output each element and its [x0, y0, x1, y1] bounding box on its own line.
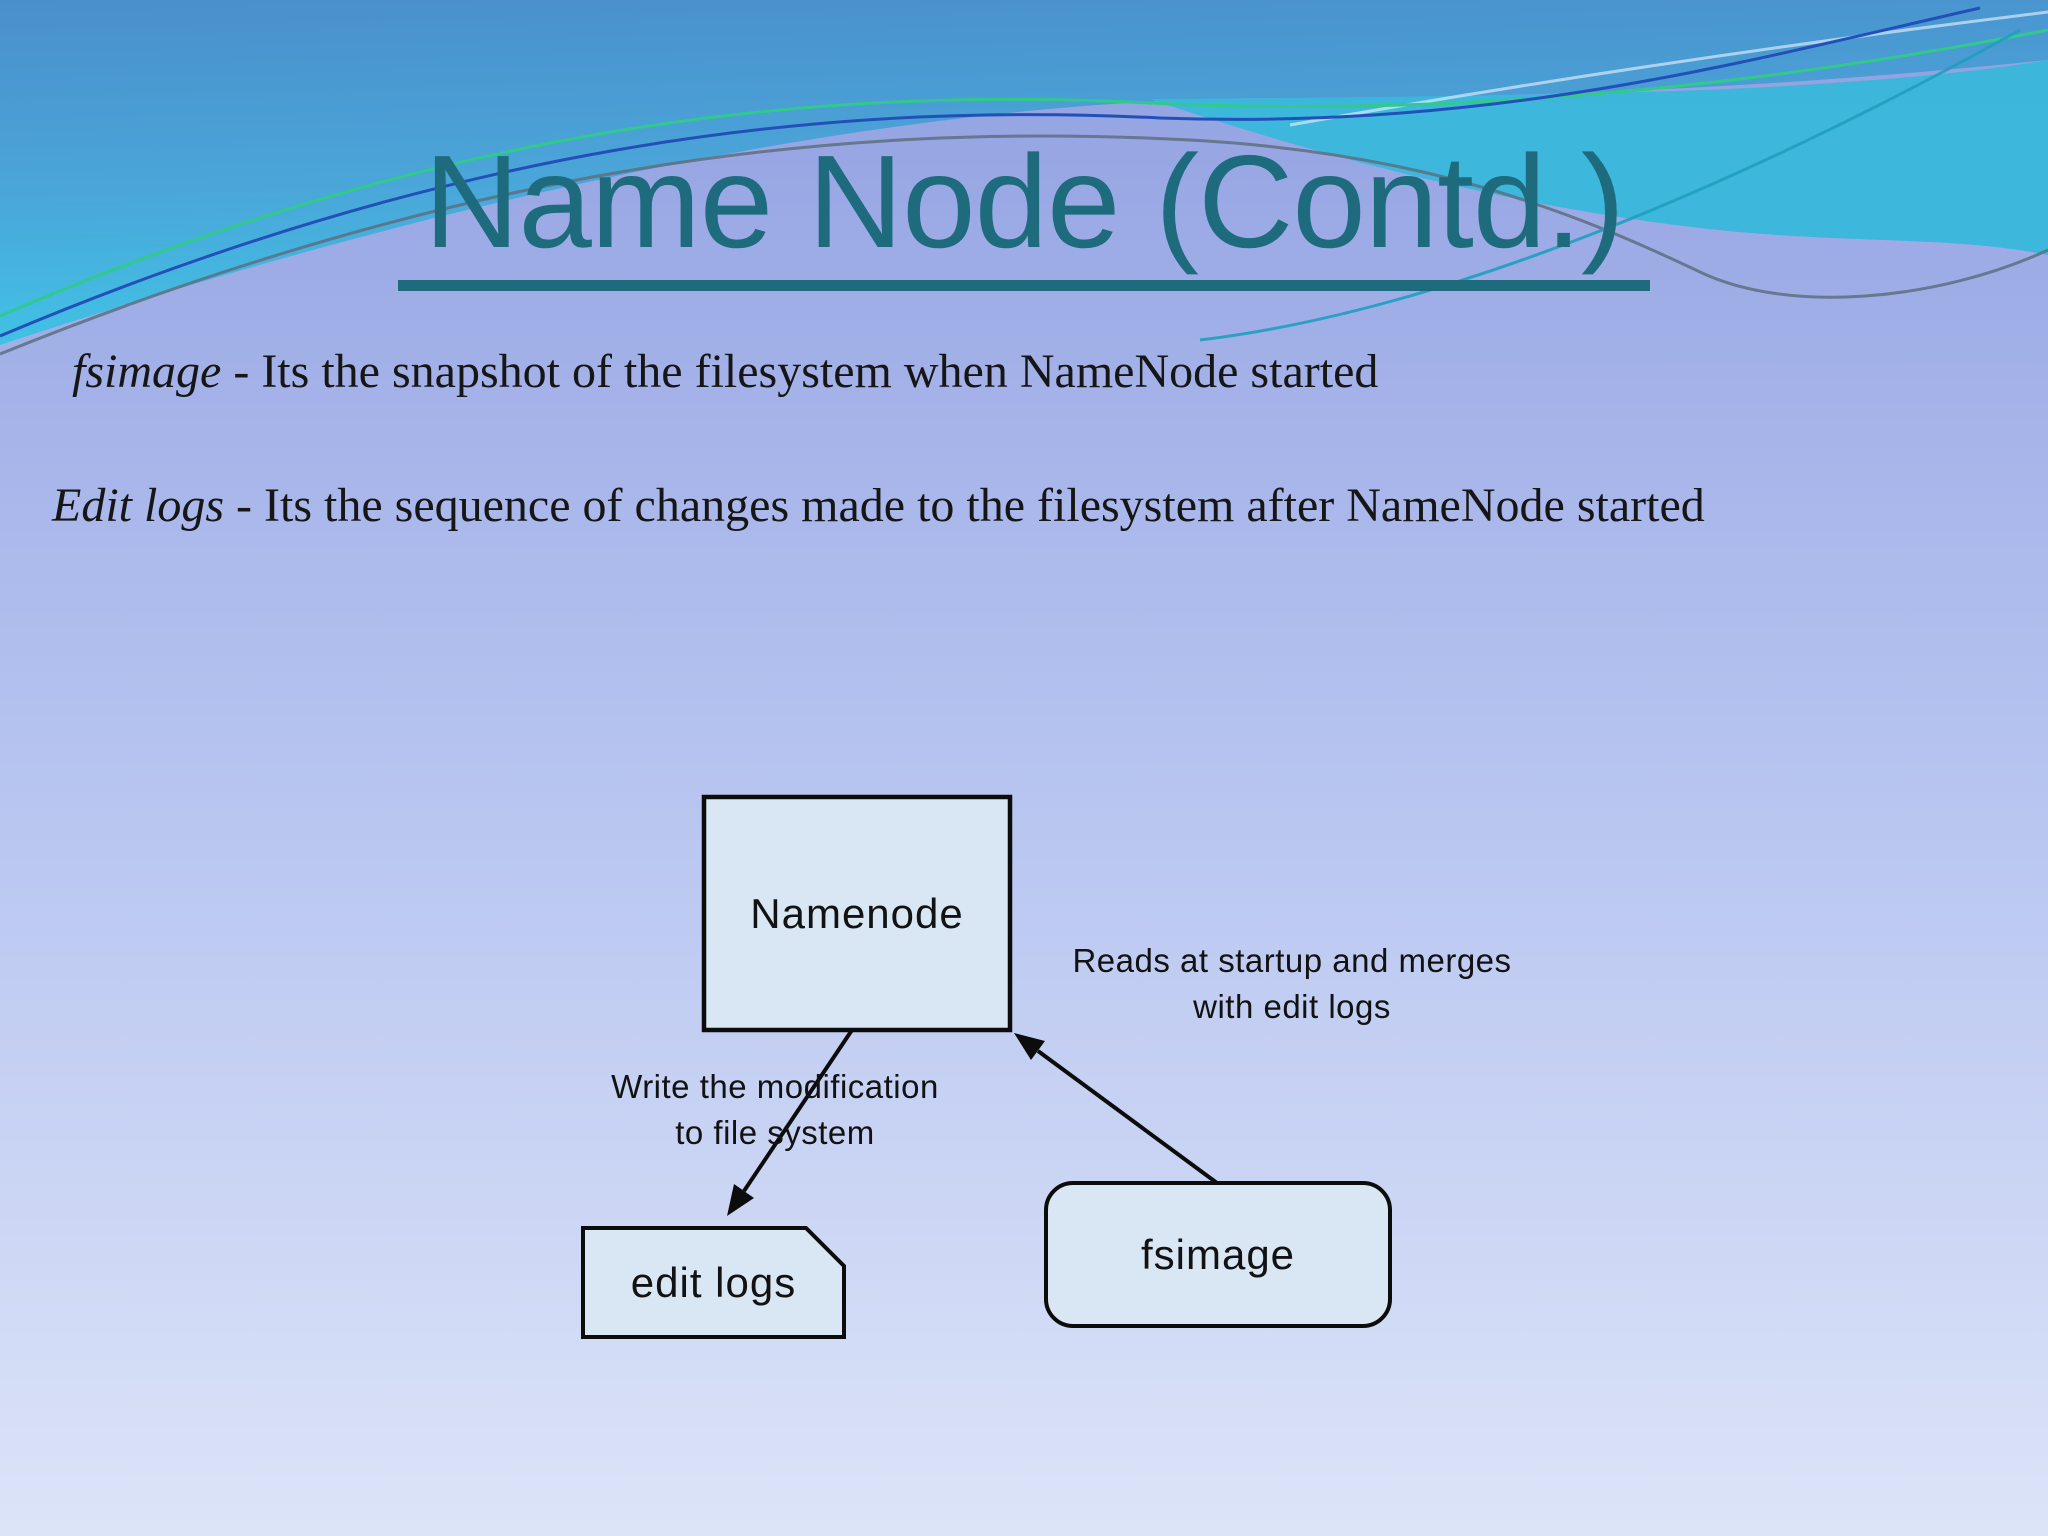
editlogs-box [581, 1226, 846, 1339]
decor-line-green [0, 28, 2048, 318]
bullet-editlogs-definition: - Its the sequence of changes made to th… [236, 479, 1705, 532]
decor-line-navy [0, 6, 1981, 338]
bullet-editlogs-term: Edit logs [52, 479, 225, 532]
bullet-fsimage: fsimage - Its the snapshot of the filesy… [72, 344, 1378, 399]
decor-line-white [1289, 10, 2048, 127]
fsimage-box [1044, 1181, 1392, 1328]
write-annotation-line1: Write the modification [611, 1068, 939, 1105]
decor-line-gray [0, 134, 2048, 356]
namenode-box [701, 794, 1013, 1033]
fsimage-box-label: fsimage [1140, 1230, 1296, 1278]
reads-annotation-line1: Reads at startup and merges [1072, 942, 1512, 979]
reads-annotation-line2: with edit logs [1193, 987, 1391, 1025]
title-wrap: Name Node (Contd.) [0, 136, 2048, 291]
write-annotation-line2: to file system [675, 1113, 875, 1151]
decor-line-teal [1199, 28, 2021, 342]
bullet-fsimage-term: fsimage [72, 345, 222, 398]
reads-annotation: Reads at startup and merges with edit lo… [1032, 938, 1552, 1029]
arrow-fsimage-to-namenode [1014, 1033, 1219, 1185]
wave-cyan-band [1150, 60, 2048, 255]
bullet-editlogs: Edit logs - Its the sequence of changes … [52, 478, 1705, 533]
namenode-box-label: Namenode [750, 889, 964, 937]
write-annotation: Write the modification to file system [515, 1064, 1035, 1155]
arrow-namenode-to-editlogs [727, 1028, 854, 1216]
wave-blue-top [0, 0, 2048, 345]
page-title: Name Node (Contd.) [398, 136, 1650, 291]
bullet-fsimage-definition: - Its the snapshot of the filesystem whe… [233, 345, 1379, 398]
editlogs-box-label: edit logs [630, 1258, 797, 1306]
